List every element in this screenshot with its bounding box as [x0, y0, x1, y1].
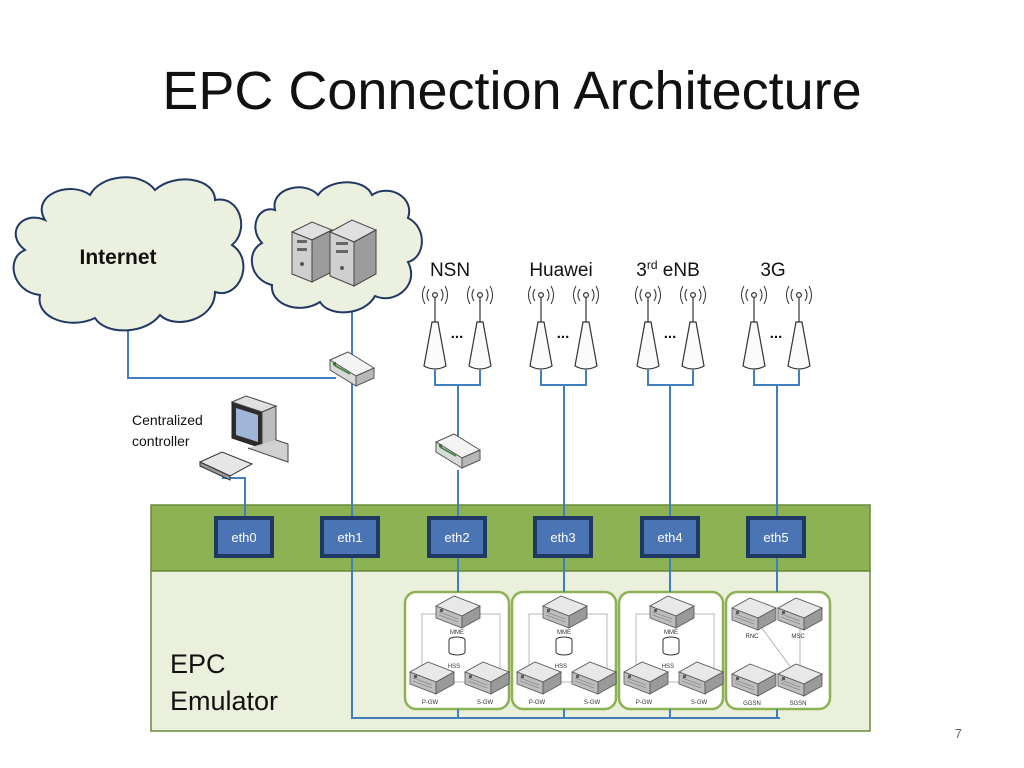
port-eth2: eth2 [427, 516, 487, 558]
node-label: HSS [555, 664, 567, 670]
port-label: eth2 [444, 530, 469, 545]
port-label: eth1 [337, 530, 362, 545]
internet-switch-icon [329, 351, 375, 387]
server-cloud [250, 181, 423, 314]
core-nodes-3g: RNC MSC GGSN SGSN [731, 597, 823, 707]
port-label: eth0 [231, 530, 256, 545]
emulator-label-line1: EPC [170, 649, 226, 679]
port-label: eth3 [550, 530, 575, 545]
tower-icon [421, 285, 449, 370]
port-eth1: eth1 [320, 516, 380, 558]
slide-title: EPC Connection Architecture [162, 61, 862, 121]
controller-label-line2: controller [132, 433, 190, 449]
nsn-switch-icon [435, 433, 481, 469]
node-label: P-GW [422, 700, 439, 706]
node-label: P-GW [529, 700, 546, 706]
internet-label: Internet [79, 246, 156, 269]
cell-towers [421, 285, 813, 370]
ellipsis: ... [557, 325, 570, 342]
tower-icon [466, 285, 494, 370]
node-label: SGSN [789, 701, 806, 707]
tower-icon [679, 285, 707, 370]
port-label: eth4 [657, 530, 682, 545]
tower-icon [572, 285, 600, 370]
node-label: GGSN [743, 701, 761, 707]
node-label: MSC [791, 634, 805, 640]
ellipsis: ... [664, 325, 677, 342]
node-label: RNC [746, 634, 760, 640]
tower-icon [740, 285, 768, 370]
group-label-3rd-enb: 3rd eNB [636, 258, 700, 281]
group-label-huawei: Huawei [529, 260, 592, 281]
computer-icon [198, 395, 289, 481]
ellipsis: ... [770, 325, 783, 342]
node-label: MME [450, 630, 464, 636]
internet-cloud: Internet [12, 176, 245, 332]
tower-icon [785, 285, 813, 370]
core-nodes-huawei: MME HSS P-GW S-GW [516, 595, 617, 706]
ellipsis: ... [451, 325, 464, 342]
port-eth5: eth5 [746, 516, 806, 558]
node-label: HSS [662, 664, 674, 670]
core-nodes-nsn: MME HSS P-GW S-GW [409, 595, 510, 706]
emulator-label-line2: Emulator [170, 686, 278, 716]
node-label: P-GW [636, 700, 653, 706]
node-label: MME [664, 630, 678, 636]
port-eth3: eth3 [533, 516, 593, 558]
node-label: S-GW [477, 700, 494, 706]
ethernet-ports: eth0 eth1 eth2 eth3 eth4 eth5 [214, 516, 806, 558]
tower-icon [527, 285, 555, 370]
tower-icon [634, 285, 662, 370]
port-eth4: eth4 [640, 516, 700, 558]
node-label: S-GW [691, 700, 708, 706]
port-eth0: eth0 [214, 516, 274, 558]
page-number: 7 [955, 726, 962, 741]
server-icon [290, 219, 378, 287]
port-label: eth5 [763, 530, 788, 545]
node-label: HSS [448, 664, 460, 670]
group-label-nsn: NSN [430, 260, 470, 281]
node-label: MME [557, 630, 571, 636]
node-label: S-GW [584, 700, 601, 706]
connection-lines [127, 300, 800, 719]
controller-label-line1: Centralized [132, 412, 203, 428]
group-label-3g: 3G [760, 260, 785, 281]
core-nodes-3rd-enb: MME HSS P-GW S-GW [623, 595, 724, 706]
